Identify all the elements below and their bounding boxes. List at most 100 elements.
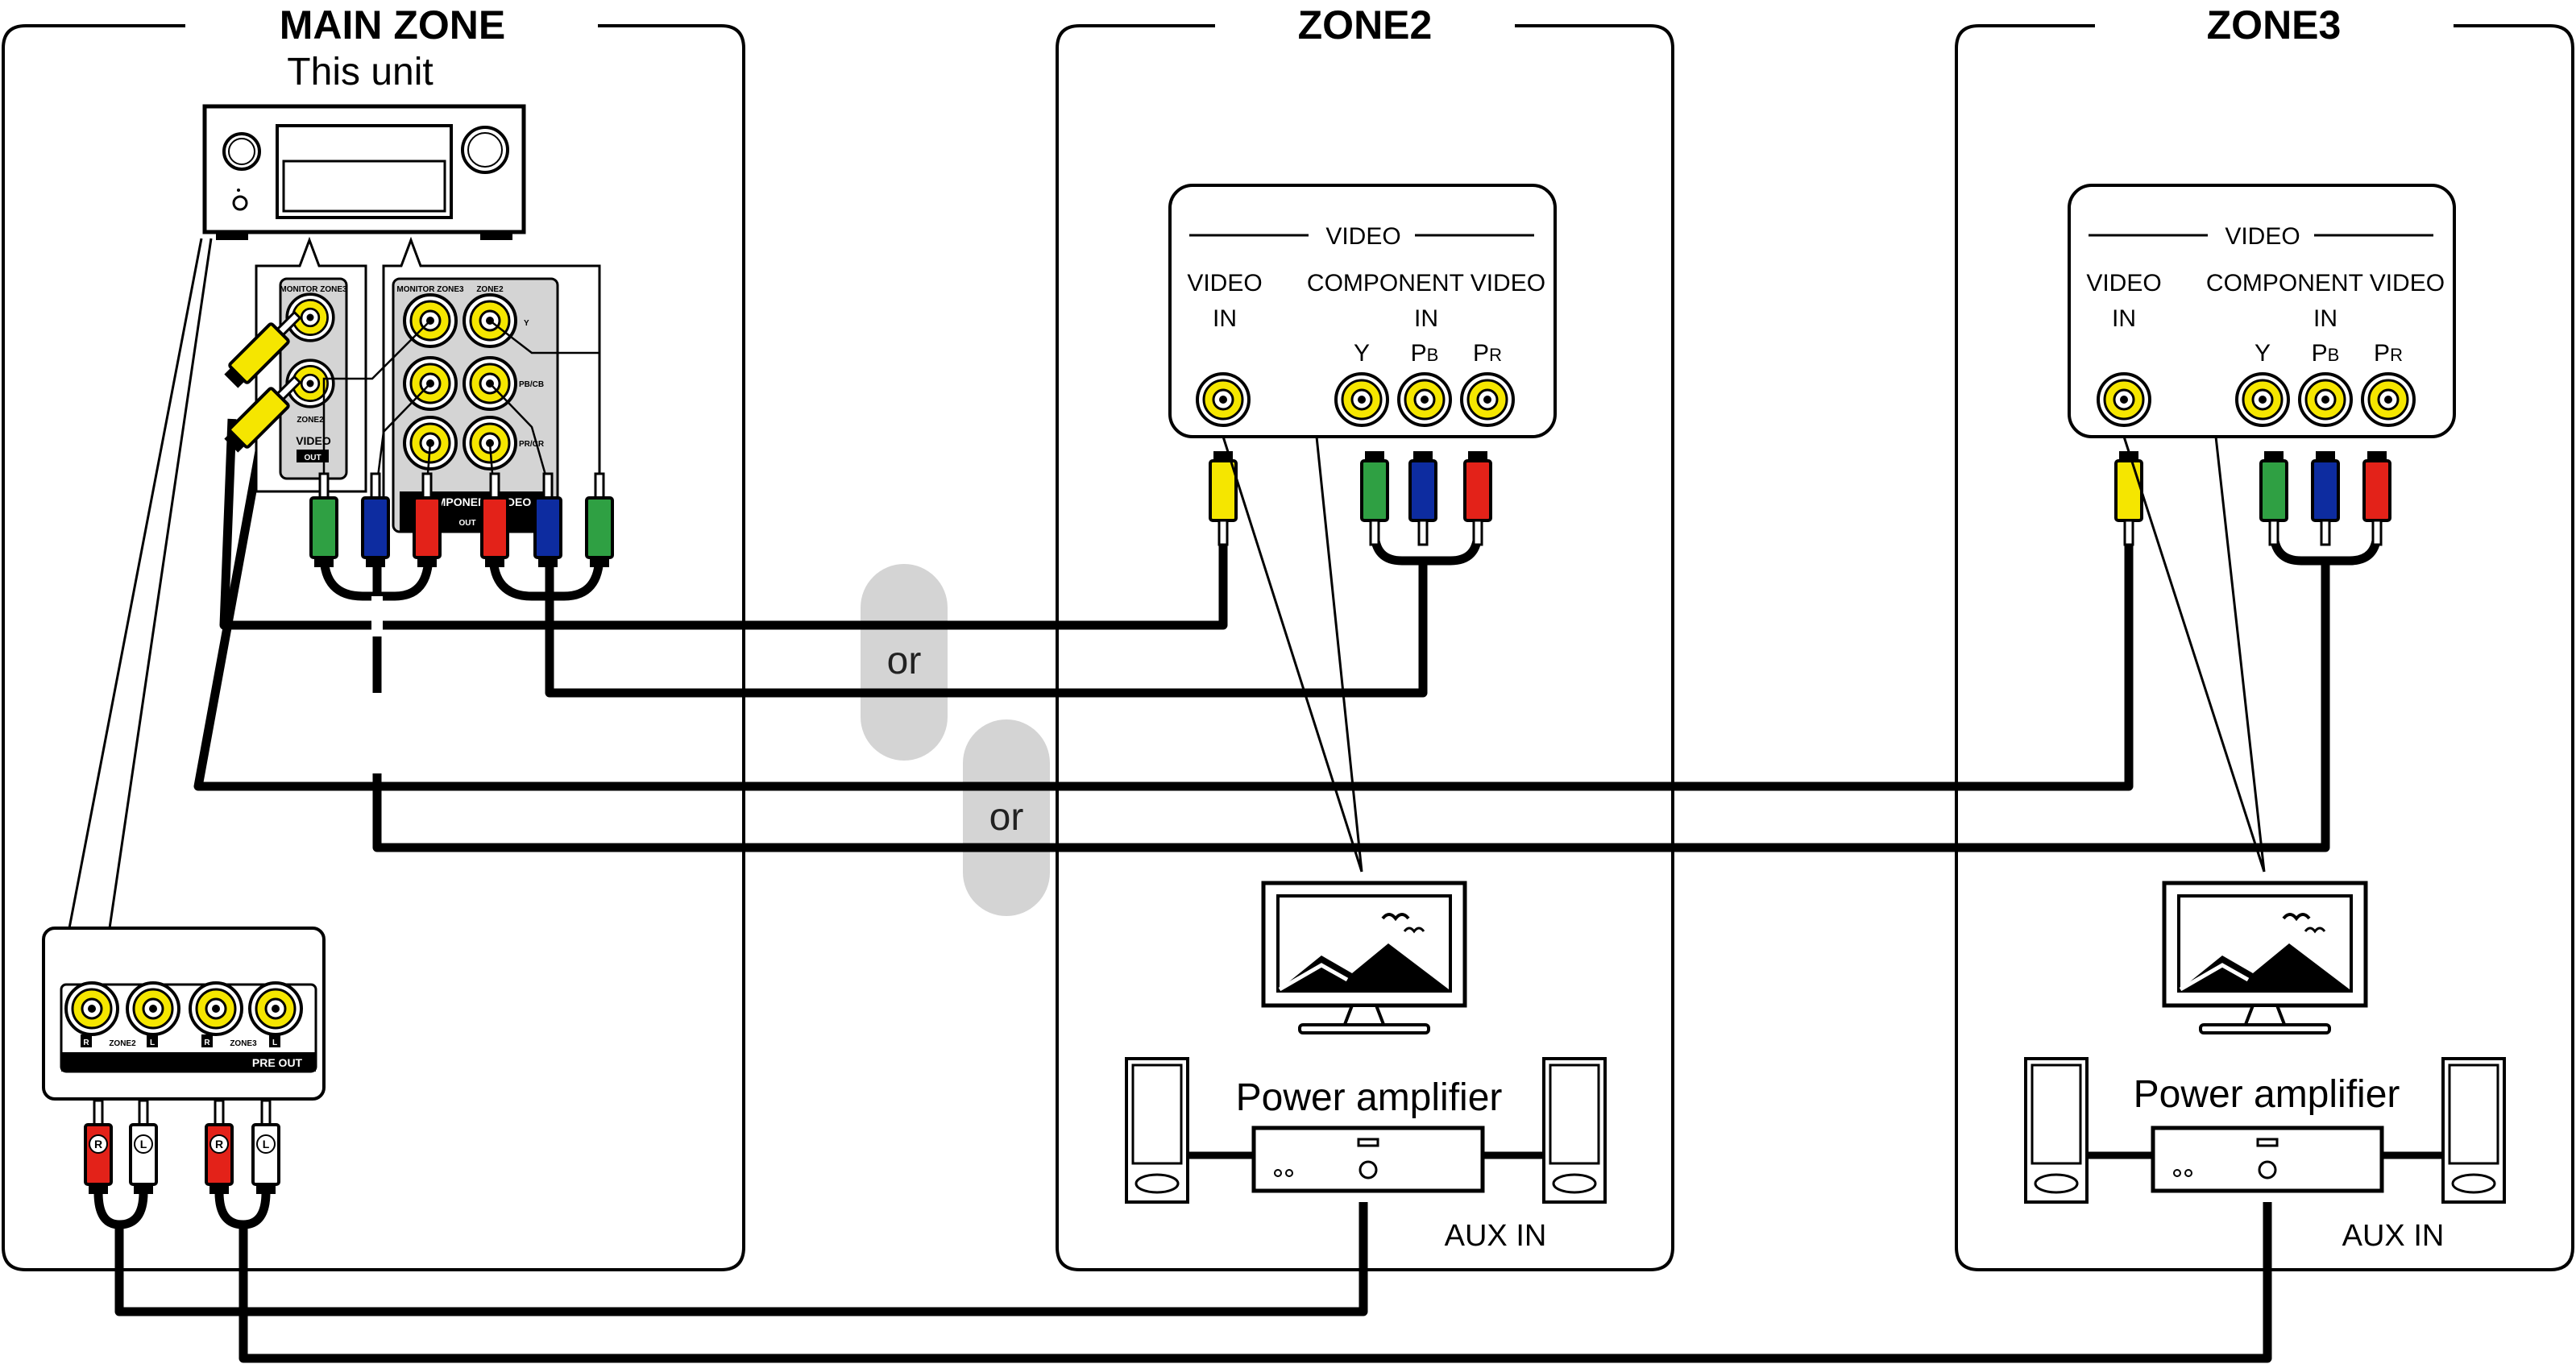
plug-r-label-2: R <box>215 1138 223 1150</box>
preout-zone2-label: ZONE2 <box>109 1039 136 1048</box>
zone3-component-line2: IN <box>2313 305 2337 332</box>
zone2-pb-label: PB <box>1411 340 1439 367</box>
or-label-zone3: or <box>989 796 1024 839</box>
jack-preout-z3-l <box>248 981 303 1036</box>
zone2-video-header: VIDEO <box>1325 223 1400 250</box>
jack-zone2-pb <box>1397 372 1452 427</box>
preout-r-badge-2: R <box>204 1039 210 1047</box>
preout-l-badge-1: L <box>150 1039 155 1047</box>
rear-zone2-left: ZONE2 <box>297 416 324 425</box>
or-pill-zone3: or <box>963 719 1050 916</box>
jack-zone2-video <box>1196 372 1251 427</box>
rear-out-label: OUT <box>304 454 321 462</box>
cable-join-zone3 <box>2269 531 2382 566</box>
zone3-speaker-left <box>2024 1057 2089 1204</box>
zone3-power-amplifier-label: Power amplifier <box>2134 1073 2400 1116</box>
jack-zone2-y <box>1334 372 1389 427</box>
jack-zone3-pr <box>2361 372 2416 427</box>
zone3-video-in-line1: VIDEO <box>2086 270 2161 296</box>
zone2-video-in-line2: IN <box>1213 305 1237 332</box>
zone3-title: ZONE3 <box>2207 2 2342 48</box>
zone3-video-in-line2: IN <box>2112 305 2136 332</box>
jack-zone2-pr <box>1460 372 1515 427</box>
or-pill-zone2: or <box>861 564 948 761</box>
cable-join-preout-zone2 <box>93 1192 148 1229</box>
jack-zone3-video <box>2097 372 2151 427</box>
rear-panel-component: MONITOR ZONE3 ZONE2 Y PB/CB PR/CR COMPON… <box>392 277 559 533</box>
preout-r-badge-1: R <box>83 1039 89 1047</box>
cable-audio-zone2 <box>114 1202 1368 1316</box>
zone2-callout <box>1222 436 1363 873</box>
rear-y-label: Y <box>524 319 529 328</box>
plug-l-label-1: L <box>140 1138 147 1150</box>
zone2-title: ZONE2 <box>1298 2 1433 48</box>
plug-zone3-yellow <box>2114 450 2143 546</box>
rear-monitor-zone3-left: MONITOR ZONE3 <box>280 285 347 294</box>
cable-composite-zone3 <box>193 450 2134 791</box>
zone3-aux-in-label: AUX IN <box>2342 1219 2445 1253</box>
cable-join-unit-right <box>488 553 604 601</box>
main-zone-frame <box>2 24 745 1271</box>
cables <box>93 418 2382 1363</box>
cable-composite-zone2 <box>219 418 1228 630</box>
zone3-y-label: Y <box>2255 340 2271 367</box>
rear-monitor-zone3-right: MONITOR ZONE3 <box>396 285 464 294</box>
plug-r-label-1: R <box>94 1138 102 1150</box>
zone3-pb-label: PB <box>2312 340 2340 367</box>
plug-zone3-blue <box>2311 450 2340 546</box>
plug-zone3-green <box>2259 450 2288 546</box>
zone3-pr-label: PR <box>2374 340 2403 367</box>
zone2-aux-in-label: AUX IN <box>1445 1219 1547 1253</box>
plug-zone3-red <box>2362 450 2391 546</box>
jack-zone3-pb <box>2298 372 2353 427</box>
zone3-component-line1: COMPONENT VIDEO <box>2206 270 2445 296</box>
zone2-video-in-line1: VIDEO <box>1187 270 1262 296</box>
rear-video-label: VIDEO <box>296 434 331 447</box>
cable-audio-zone3 <box>239 1202 2272 1363</box>
plug-l-label-2: L <box>263 1138 270 1150</box>
main-unit <box>202 104 526 240</box>
preout-plugs: R L R L <box>84 1099 280 1196</box>
rear-zone2-right: ZONE2 <box>476 285 504 294</box>
cable-component-zone3 <box>372 564 2330 852</box>
zone2-y-label: Y <box>1354 340 1370 367</box>
main-zone-subtitle: This unit <box>287 51 433 93</box>
preout-panel: R ZONE2 L R ZONE3 L PRE OUT <box>42 927 326 1101</box>
cable-join-preout-zone3 <box>214 1192 271 1229</box>
cable-join-zone2 <box>1370 531 1483 566</box>
jack-zone3-y <box>2235 372 2290 427</box>
rear-component-out-label: OUT <box>458 519 475 528</box>
zone2-component-line2: IN <box>1414 305 1438 332</box>
rear-panel-composite: MONITOR ZONE3 ZONE2 VIDEO OUT <box>279 277 348 480</box>
zone3-tv-panel: VIDEO VIDEO IN COMPONENT VIDEO IN Y PB P… <box>2068 184 2456 438</box>
plug-zone2-red <box>1463 450 1492 546</box>
zone2-speaker-left <box>1125 1057 1189 1204</box>
rear-pr-label: PR/CR <box>519 440 545 449</box>
zone3-video-header: VIDEO <box>2225 223 2300 250</box>
zone2-tv-panel: VIDEO VIDEO IN COMPONENT VIDEO IN Y PB P… <box>1168 184 1557 438</box>
zone3-power-amplifier <box>2153 1128 2382 1191</box>
leader-wires <box>322 320 601 500</box>
preout-zone3-label: ZONE3 <box>230 1039 257 1048</box>
zone3-tv <box>2164 883 2366 1033</box>
preout-pre-out-label: PRE OUT <box>252 1056 303 1069</box>
zone2-tv <box>1263 883 1465 1033</box>
plug-zone2-blue <box>1408 450 1437 546</box>
zone2-power-amplifier-label: Power amplifier <box>1236 1076 1503 1119</box>
rear-pb-label: PB/CB <box>519 380 544 389</box>
or-label-zone2: or <box>887 640 922 682</box>
zone3-speaker-right <box>2441 1057 2506 1204</box>
zone3-panel-plugs <box>2114 450 2391 546</box>
zone2-speaker-right <box>1542 1057 1607 1204</box>
jack-preout-z2-l <box>126 981 180 1036</box>
zone3-callout <box>2122 436 2266 873</box>
zone2-power-amplifier <box>1254 1128 1483 1191</box>
zone2-pr-label: PR <box>1473 340 1502 367</box>
zone2-component-line1: COMPONENT VIDEO <box>1307 270 1545 296</box>
jack-preout-z3-r <box>189 981 243 1036</box>
plug-zone2-green <box>1360 450 1389 546</box>
cable-component-zone2 <box>545 564 1428 698</box>
preout-l-badge-2: L <box>272 1039 277 1047</box>
main-zone-title: MAIN ZONE <box>280 2 506 48</box>
